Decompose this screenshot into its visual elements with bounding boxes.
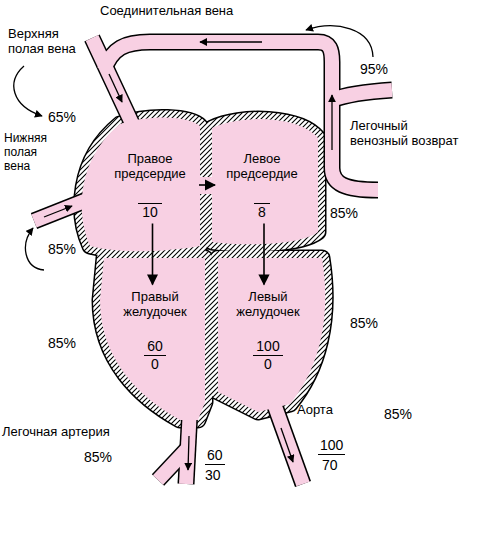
saturation-value: 95%: [360, 62, 388, 77]
heart-chamber: Правый желудочек 600: [107, 287, 203, 374]
flow-arrow: [152, 224, 154, 285]
saturation-value: 85%: [384, 407, 412, 422]
chamber-name: Левое предсердие: [219, 151, 305, 181]
vessel-outline: [34, 38, 392, 484]
pressure-value: 100: [318, 438, 345, 455]
pressure-value: 0: [264, 357, 272, 372]
pressure-value: 60: [205, 448, 225, 465]
pressure-value: 0: [151, 357, 159, 372]
heart-chamber: Левый желудочек 1000: [220, 287, 316, 374]
vessel-lumen: [34, 38, 392, 484]
heart-wall: [82, 117, 325, 420]
vessel-name: Нижняя полая вена: [4, 131, 54, 173]
flow-arrow: [199, 184, 215, 186]
pressure-value: 10: [138, 203, 162, 220]
pressure-value: 100: [253, 339, 282, 356]
chamber-lumen: [82, 117, 325, 420]
heart-chamber: Правое предсердие 10: [102, 149, 198, 222]
chamber-name: Правый желудочек: [110, 289, 200, 319]
vessel-name: Соединительная вена: [100, 3, 233, 18]
saturation-value: 85%: [84, 450, 112, 465]
pressure-value: 8: [254, 203, 270, 220]
saturation-value: 85%: [330, 206, 358, 221]
saturation-value: 85%: [350, 316, 378, 331]
heart-chamber: Левое предсердие 8: [216, 149, 308, 222]
vessel-name: Легочный венозный возврат: [350, 118, 460, 148]
vessel-name: Легочная артерия: [2, 424, 110, 439]
flow-arrow: [263, 224, 265, 285]
vessel-name: Аорта: [297, 402, 333, 417]
pressure-value: 60: [144, 339, 166, 356]
vessel-name: Верхняя полая вена: [8, 26, 92, 56]
chamber-name: Левый желудочек: [223, 289, 313, 319]
flow-arrow: [14, 26, 373, 470]
saturation-value: 85%: [48, 336, 76, 351]
chamber-name: Правое предсердие: [105, 151, 195, 181]
saturation-value: 65%: [48, 110, 76, 125]
pressure-value: 70: [322, 458, 338, 473]
pressure-value: 30: [205, 468, 221, 483]
saturation-value: 85%: [48, 242, 76, 257]
